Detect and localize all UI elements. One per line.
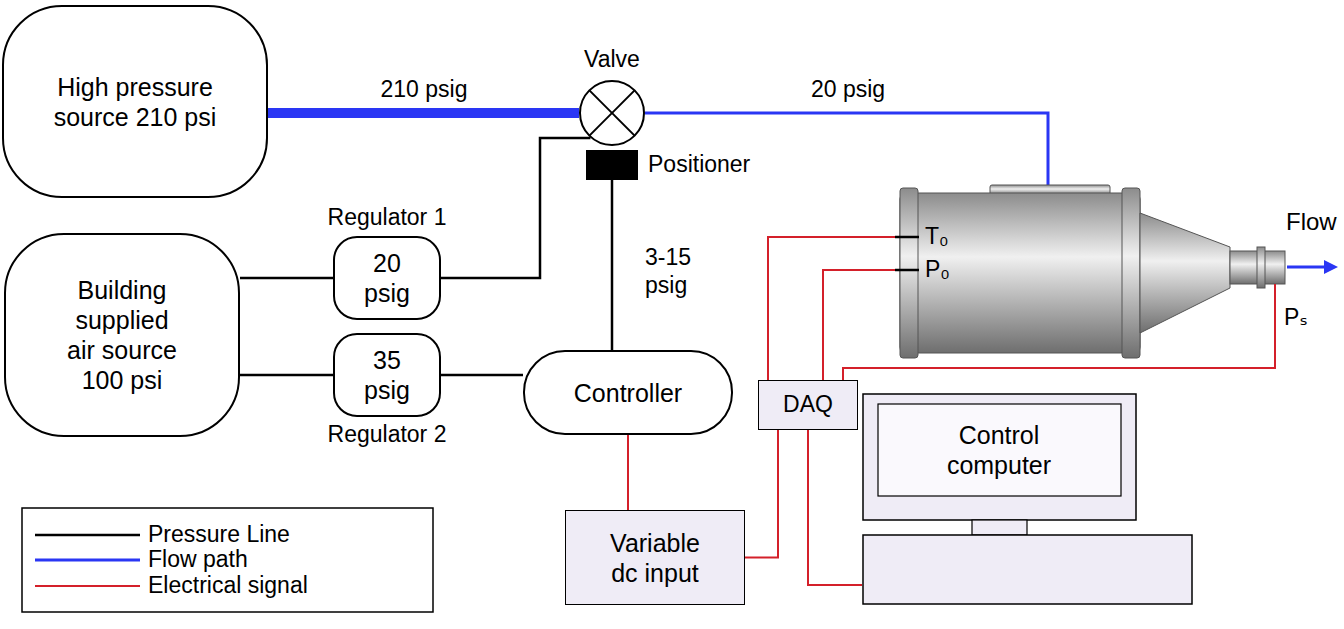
positioner-block: Positioner	[586, 150, 638, 180]
legend-line-sample	[35, 534, 140, 537]
daq-label: DAQ	[783, 391, 833, 419]
regulator: Regulator 120 psig	[333, 236, 441, 320]
signal-wire	[745, 430, 778, 558]
legend-text: Flow path	[148, 546, 248, 574]
signal-wire	[808, 430, 862, 585]
pressure-line	[611, 180, 614, 350]
pressure-line	[240, 277, 333, 280]
legend-line-sample	[35, 559, 140, 562]
pressure-line	[240, 374, 333, 377]
regulator-name: Regulator 2	[328, 421, 447, 449]
pressure-sensor-label: P₀	[925, 256, 950, 284]
high-pressure-flow-line	[268, 108, 579, 118]
pressure-source: High pressure source 210 psi	[2, 5, 268, 198]
regulator: 35 psigRegulator 2	[333, 333, 441, 417]
valve-drawing	[579, 80, 645, 146]
edge-label: 20 psig	[808, 76, 888, 104]
signal-wire	[843, 358, 1275, 380]
daq-box: DAQ	[758, 380, 858, 430]
dc-input-label: Variable dc input	[599, 528, 711, 588]
flow-arrow	[1287, 266, 1326, 269]
pressure-line	[441, 138, 590, 278]
edge-label: 3-15 psig	[642, 244, 710, 299]
legend-box	[22, 508, 433, 612]
legend-text: Pressure Line	[148, 521, 290, 549]
pressure-line	[441, 374, 523, 377]
flow-label: Flow	[1286, 208, 1337, 237]
regulator-setting: 20 psig	[356, 248, 418, 308]
flow-path-line	[645, 113, 1048, 185]
building-air-source: Building supplied air source 100 psi	[4, 233, 240, 437]
source-label: Building supplied air source 100 psi	[65, 275, 180, 395]
legend-line-sample	[35, 585, 140, 587]
control-computer: Control computer	[862, 393, 1193, 605]
signal-wire	[823, 270, 895, 380]
regulator-name: Regulator 1	[328, 204, 447, 232]
source-label: High pressure source 210 psi	[53, 72, 218, 132]
signal-wire	[768, 237, 895, 380]
plenum-nozzle: T₀ P₀	[895, 185, 1290, 358]
temperature-sensor-label: T₀	[925, 223, 949, 251]
controller-box: Controller	[523, 350, 733, 435]
positioner-label: Positioner	[648, 151, 750, 179]
regulator-setting: 35 psig	[356, 345, 418, 405]
edge-label: 210 psig	[378, 76, 471, 104]
flow-arrowhead	[1324, 260, 1338, 274]
signal-wire	[627, 435, 629, 510]
controller-label: Controller	[574, 378, 682, 408]
legend-text: Electrical signal	[148, 572, 308, 600]
valve: Valve	[579, 80, 645, 146]
valve-label: Valve	[584, 46, 640, 74]
plenum-nozzle-drawing	[895, 185, 1290, 358]
computer-label: Control computer	[924, 420, 1074, 480]
dc-input-box: Variable dc input	[565, 510, 745, 605]
static-pressure-label: Pₛ	[1284, 304, 1308, 332]
